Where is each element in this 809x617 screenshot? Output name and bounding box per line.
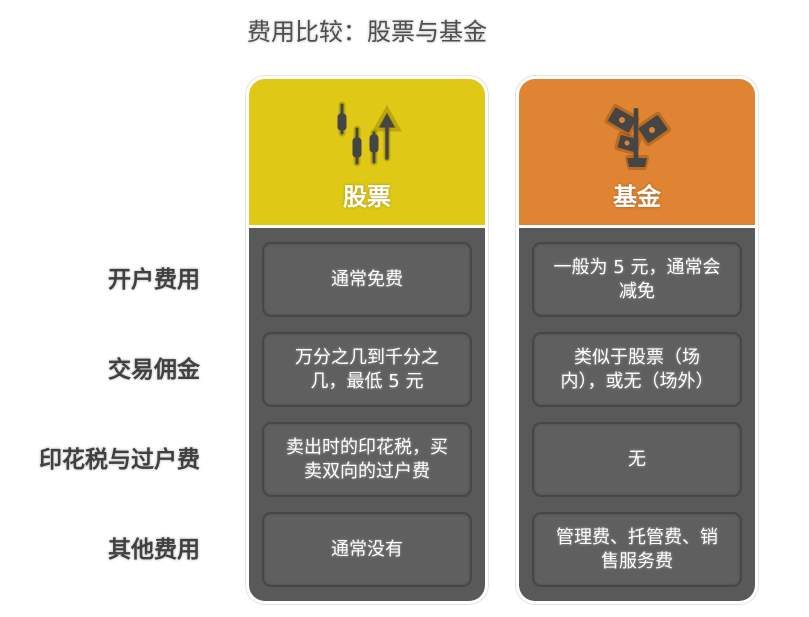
stock-cell-account-opening-fee: 通常免费: [262, 242, 472, 317]
page-title: 费用比较：股票与基金: [247, 18, 487, 46]
fund-cell-account-opening-fee: 一般为 5 元，通常会 减免: [532, 242, 742, 317]
candlestick-chart-up-arrow-icon: [337, 101, 402, 167]
fund-card-body: 一般为 5 元，通常会 减免 类似于股票（场 内），或无（场外） 无 管理费、托…: [519, 228, 755, 601]
stock-card-title: 股票: [343, 183, 391, 211]
fund-cell-stamp-duty-transfer-fee: 无: [532, 422, 742, 497]
row-label-other-fees: 其他费用: [108, 537, 200, 563]
fund-card-title: 基金: [613, 183, 661, 211]
stock-cell-commission: 万分之几到千分之 几，最低 5 元: [262, 332, 472, 407]
stock-cell-stamp-duty-transfer-fee: 卖出时的印花税，买 卖双向的过户费: [262, 422, 472, 497]
row-label-commission: 交易佣金: [108, 357, 200, 383]
row-label-account-opening-fee: 开户费用: [108, 267, 200, 293]
fund-card: 基金 一般为 5 元，通常会 减免 类似于股票（场 内），或无（场外） 无 管理…: [515, 75, 759, 605]
money-tree-icon: [604, 104, 671, 170]
fund-cell-commission: 类似于股票（场 内），或无（场外）: [532, 332, 742, 407]
fund-card-header: 基金: [519, 79, 755, 225]
stock-card: 股票 通常免费 万分之几到千分之 几，最低 5 元 卖出时的印花税，买 卖双向的…: [245, 75, 489, 605]
stock-cell-other-fees: 通常没有: [262, 512, 472, 587]
row-label-stamp-duty-transfer-fee: 印花税与过户费: [39, 447, 200, 473]
stock-card-body: 通常免费 万分之几到千分之 几，最低 5 元 卖出时的印花税，买 卖双向的过户费…: [249, 228, 485, 601]
fund-cell-other-fees: 管理费、托管费、销 售服务费: [532, 512, 742, 587]
stock-card-header: 股票: [249, 79, 485, 225]
